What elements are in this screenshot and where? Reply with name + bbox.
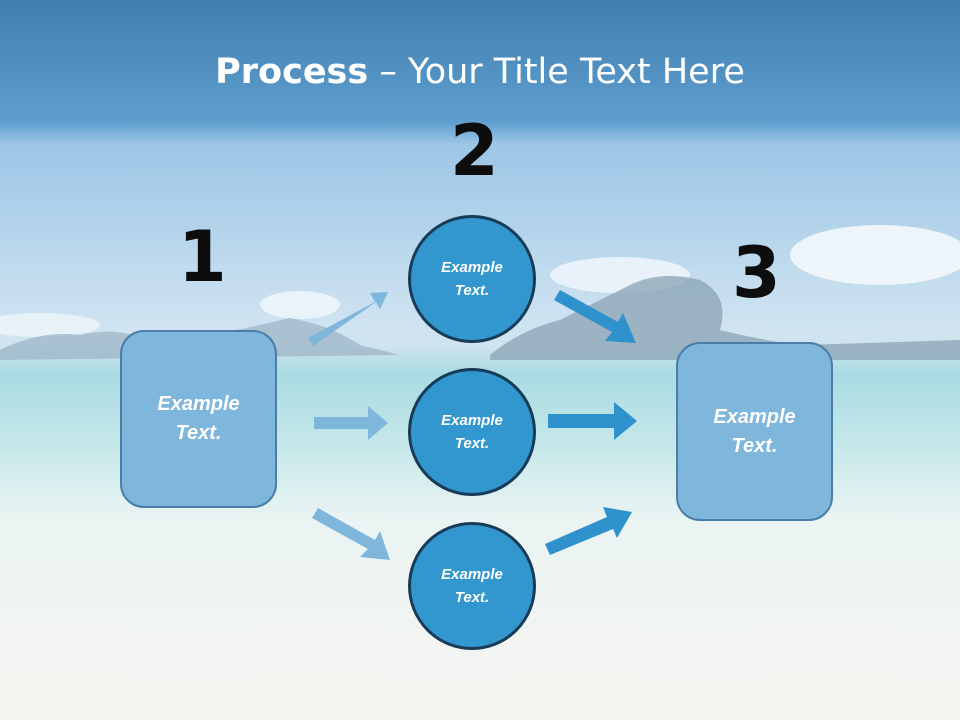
step-number-3: 3 — [732, 232, 781, 314]
arrow-middle-to-right — [548, 402, 637, 440]
arrow-left-to-top — [308, 292, 388, 346]
step3-box: Example Text. — [676, 342, 833, 521]
arrow-left-to-bottom — [312, 508, 390, 560]
circle-top-label: Example Text. — [441, 259, 503, 299]
step2-circle-bottom: Example Text. — [408, 522, 536, 650]
slide-title: Process – Your Title Text Here — [0, 52, 960, 92]
step1-box: Example Text. — [120, 330, 277, 508]
title-bold: Process — [215, 52, 369, 92]
step2-circle-top: Example Text. — [408, 215, 536, 343]
arrow-bottom-to-right — [545, 507, 632, 555]
step2-circle-middle: Example Text. — [408, 368, 536, 496]
step-number-1: 1 — [178, 216, 227, 298]
step1-box-label: Example Text. — [157, 393, 240, 444]
circle-middle-label: Example Text. — [441, 412, 503, 452]
arrow-top-to-right — [554, 290, 636, 343]
circle-bottom-label: Example Text. — [441, 566, 503, 606]
step-number-2: 2 — [450, 110, 499, 192]
title-rest: – Your Title Text Here — [368, 52, 745, 92]
step3-box-label: Example Text. — [713, 405, 796, 457]
arrow-left-to-middle — [314, 406, 388, 440]
